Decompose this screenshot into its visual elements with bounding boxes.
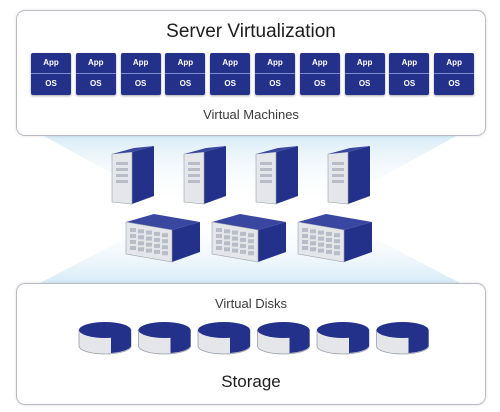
vm-os-label: OS xyxy=(45,79,57,88)
tower-server-icon xyxy=(111,146,154,205)
vm-app-label: App xyxy=(88,58,104,67)
vm-app-label: App xyxy=(43,58,59,67)
vm-divider xyxy=(434,73,475,74)
vm-app-label: App xyxy=(356,58,373,67)
disk-icon xyxy=(316,322,370,355)
vm-divider xyxy=(165,73,206,74)
vm-os-label: OS xyxy=(134,79,147,88)
tower-server-icon xyxy=(255,146,298,205)
vm-divider xyxy=(210,73,251,74)
vm-os-label: OS xyxy=(224,79,236,88)
tower-server-icon xyxy=(327,146,370,205)
vm-os-label: OS xyxy=(179,79,192,88)
vm-divider xyxy=(344,73,385,74)
panel-title: Server Virtualization xyxy=(166,21,336,42)
rack-server-icon xyxy=(211,214,286,263)
virtual-machines-label: Virtual Machines xyxy=(203,107,299,122)
vm-app-label: App xyxy=(401,58,418,67)
vm-app-label: App xyxy=(132,58,149,67)
disk-icon xyxy=(78,322,132,355)
vm-divider xyxy=(75,73,116,74)
rack-server-icon xyxy=(297,214,372,263)
storage-panel: Virtual Disks Storage xyxy=(16,283,486,405)
vm-app-label: App xyxy=(312,58,328,67)
virtual-disks-label: Virtual Disks xyxy=(214,296,287,311)
disk-icon xyxy=(257,322,310,355)
vm-divider xyxy=(389,73,430,74)
vm-divider xyxy=(120,73,161,74)
disk-icon xyxy=(138,322,191,355)
vm-app-label: App xyxy=(446,58,462,67)
disk-row xyxy=(78,322,429,355)
rack-server-icon xyxy=(125,214,200,263)
vm-os-label: OS xyxy=(269,79,281,88)
vm-divider xyxy=(255,73,295,74)
vm-app-label: App xyxy=(267,58,283,67)
vm-os-label: OS xyxy=(448,79,460,88)
vm-app-label: App xyxy=(177,58,194,67)
storage-title: Storage xyxy=(221,372,281,391)
top-funnel-glow xyxy=(40,134,460,205)
vm-os-label: OS xyxy=(90,79,102,88)
vm-divider xyxy=(299,73,340,74)
vm-os-label: OS xyxy=(314,79,326,88)
vm-os-label: OS xyxy=(403,79,416,88)
disk-icon xyxy=(376,322,429,355)
tower-server-icon xyxy=(183,146,226,205)
disk-icon xyxy=(197,322,251,355)
vm-os-label: OS xyxy=(358,79,371,88)
vm-app-label: App xyxy=(222,58,238,67)
vm-divider xyxy=(31,73,71,74)
